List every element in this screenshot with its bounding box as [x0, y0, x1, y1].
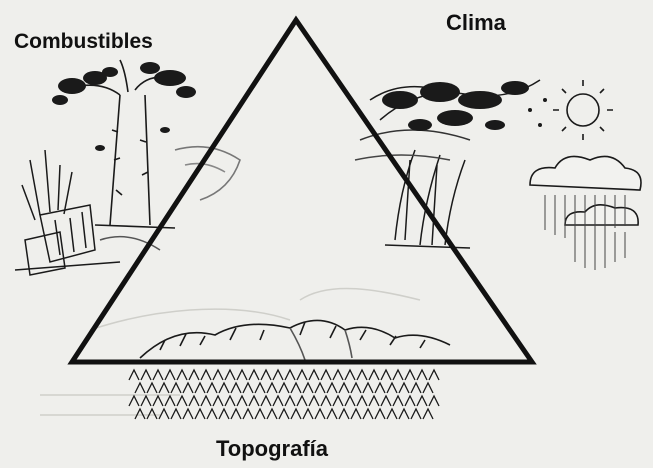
windswept-tree-illustration: [355, 80, 547, 248]
fuel-label: Combustibles: [14, 30, 153, 54]
sun-icon: [553, 80, 613, 140]
fire-triangle: [72, 20, 532, 362]
hills-illustration: [140, 320, 450, 360]
stump-and-brush-illustration: [15, 150, 160, 275]
rain-cloud-icon: [530, 156, 641, 270]
topography-label: Topografía: [216, 436, 328, 462]
climate-label: Clima: [446, 10, 506, 36]
